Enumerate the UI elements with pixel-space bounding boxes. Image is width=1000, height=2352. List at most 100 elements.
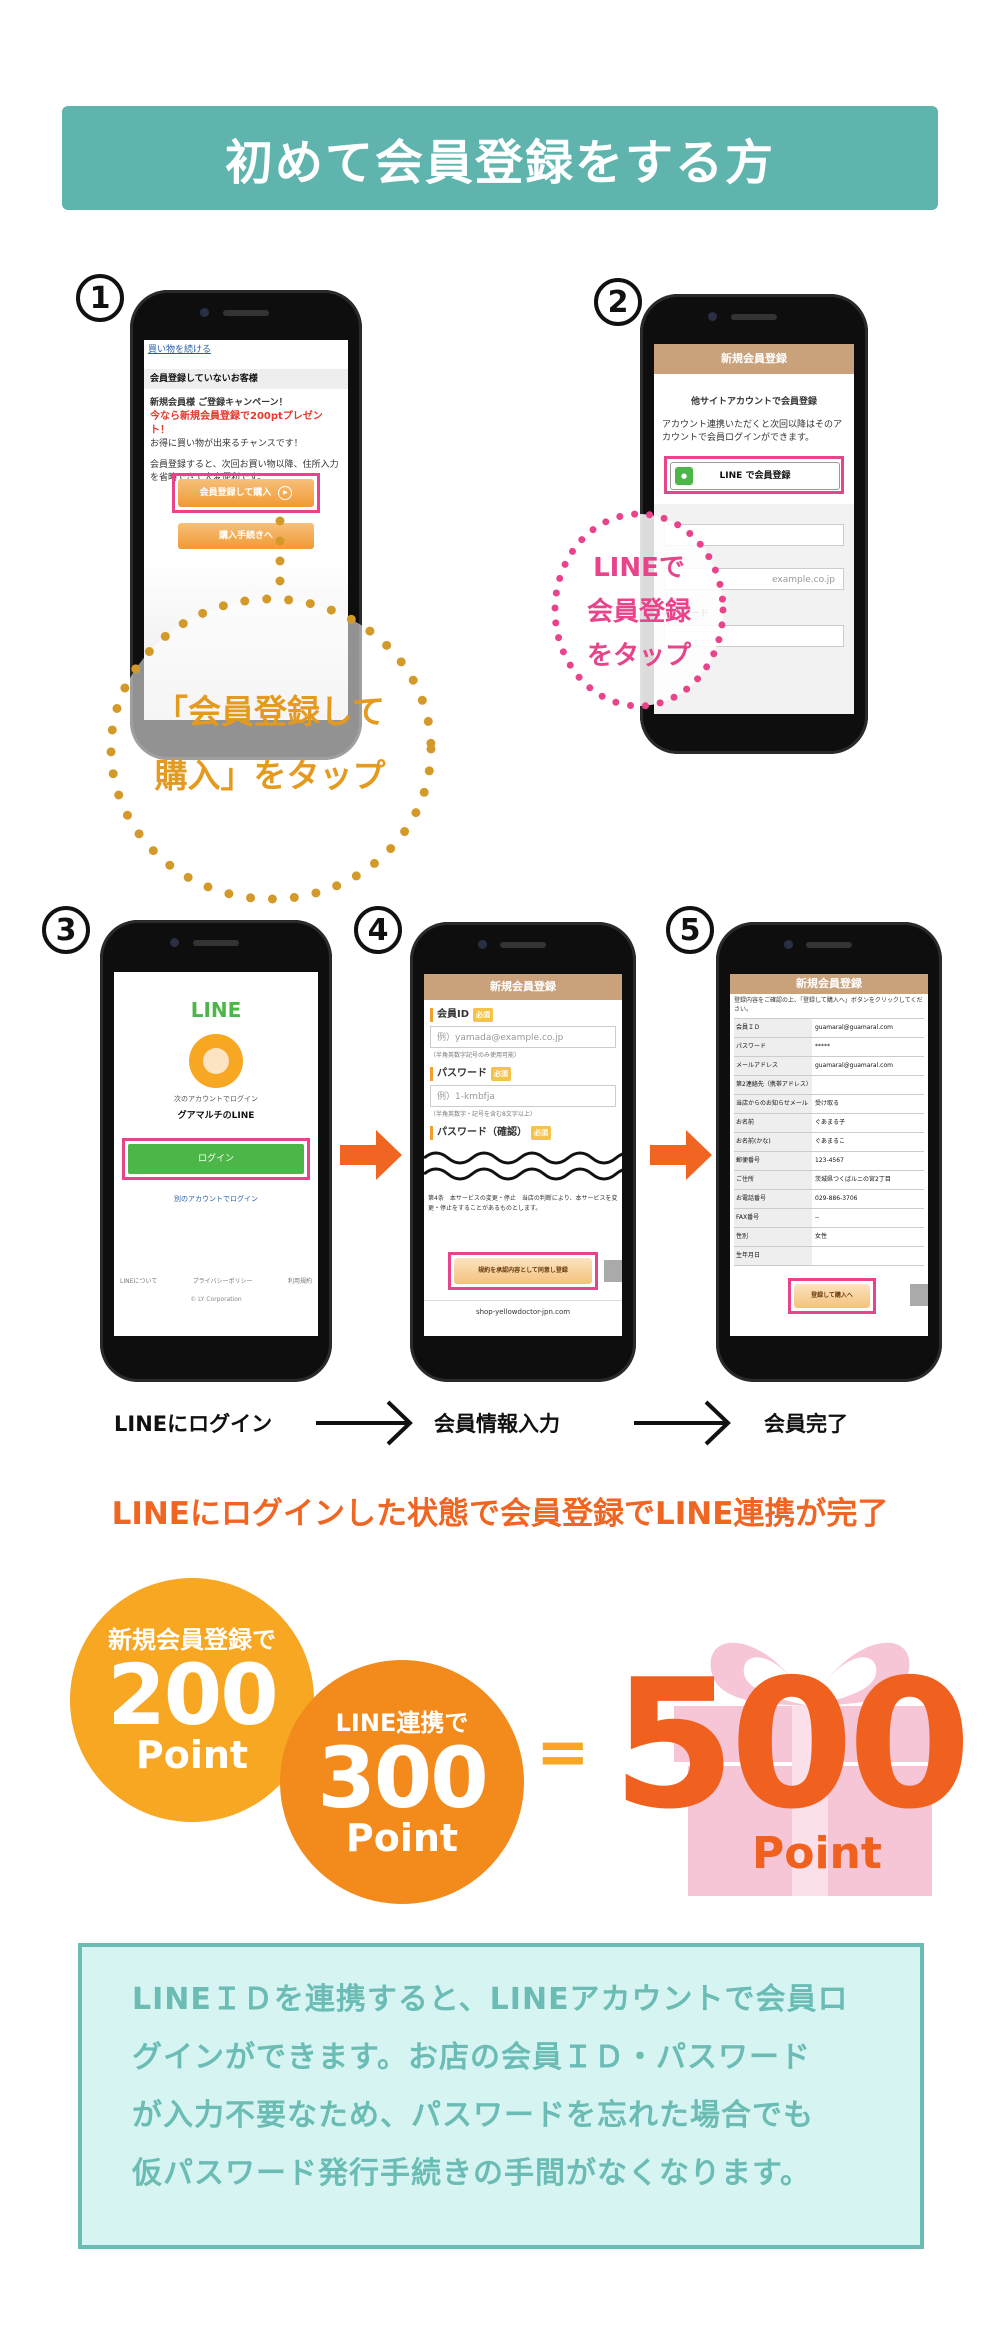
member-id-hint: （半角英数字記号のみ使用可能）: [430, 1052, 521, 1059]
agree-button-highlight: [448, 1252, 598, 1290]
back-link[interactable]: 買い物を続ける: [148, 345, 212, 355]
campaign-line2: 今なら新規会員登録で200ptプレゼント！: [150, 411, 323, 436]
coin1-value: 200: [107, 1645, 278, 1744]
callout1-dotted-circle: [106, 594, 436, 904]
table-row-key: 第2連絡先（携帯アドレス）: [734, 1076, 812, 1094]
step-number-1: 1: [76, 274, 124, 322]
required-badge: 必須: [531, 1126, 551, 1140]
password-input[interactable]: 例）1-kmbfja: [430, 1085, 616, 1107]
table-row: パスワード*****: [734, 1038, 924, 1057]
table-row-value: 女性: [815, 1233, 828, 1240]
phone-step3: LINE 次のアカウントでログイン グアマルチのLINE ログイン 別のアカウン…: [100, 920, 332, 1382]
callout1-line2: 購入」をタップ: [154, 756, 386, 795]
table-row-key: お電話番号: [734, 1190, 812, 1208]
browser-url-bar[interactable]: shop-yellowdoctor-jpn.com: [424, 1300, 622, 1323]
callout2-dotted-circle: [551, 510, 727, 710]
table-row-value: --: [815, 1214, 820, 1221]
callout1-line1: 「会員登録して: [154, 692, 385, 731]
line-link-headline: LINEにログインした状態で会員登録でLINE連携が完了: [111, 1496, 889, 1532]
callout2-text: LINEで 会員登録 をタップ: [552, 546, 726, 678]
table-row-key: お名前(かな): [734, 1133, 812, 1151]
phone-step4: 新規会員登録 会員ID 必須 例）yamada@example.co.jp （半角…: [410, 922, 636, 1382]
table-row-key: お名前: [734, 1114, 812, 1132]
table-row: ご住所茨城県つくばルニの宮2丁目: [734, 1171, 924, 1190]
table-row-key: 会員ＩＤ: [734, 1019, 812, 1037]
required-badge: 必須: [491, 1067, 511, 1081]
step-number-4: 4: [354, 906, 402, 954]
table-row: 第2連絡先（携帯アドレス）: [734, 1076, 924, 1095]
table-row-key: FAX番号: [734, 1209, 812, 1227]
orange-arrow-1-icon: [340, 1130, 402, 1180]
register-and-buy-submit-button[interactable]: 登録して購入へ: [794, 1284, 870, 1308]
table-row: お名前ぐあまる子: [734, 1114, 924, 1133]
footer-terms[interactable]: 利用規約: [287, 1278, 312, 1285]
phone-step5: 新規会員登録 登録内容をご確認の上、「登録して購入へ」ボタンをクリックしてくださ…: [716, 922, 942, 1382]
callout2-line2: 会員登録: [586, 597, 691, 627]
callout1-pointer: [275, 516, 285, 604]
line-footer-links: LINEについて プライバシーポリシー 利用規約: [120, 1276, 312, 1285]
step-number-5: 5: [666, 906, 714, 954]
password-label: パスワード必須: [430, 1067, 616, 1081]
scroll-top-icon[interactable]: [910, 1284, 928, 1306]
equals-sign: =: [536, 1716, 590, 1790]
play-circle-icon: ▶: [278, 485, 293, 500]
phone-step3-screen: LINE 次のアカウントでログイン グアマルチのLINE ログイン 別のアカウン…: [114, 972, 318, 1336]
flow-label-member-info: 会員情報入力: [434, 1412, 560, 1436]
line-logo-icon: ●: [675, 467, 693, 485]
account-name: グアマルチのLINE: [177, 1111, 255, 1121]
total-points-unit: Point: [752, 1828, 882, 1879]
flow-label-line-login: LINEにログイン: [114, 1412, 273, 1436]
coin1-unit: Point: [135, 1732, 249, 1777]
footer-about-line[interactable]: LINEについて: [120, 1278, 158, 1285]
submit-button-highlight: [788, 1278, 876, 1314]
coin2-unit: Point: [345, 1815, 459, 1860]
table-row-value: 受け取る: [815, 1100, 840, 1107]
other-account-title: 他サイトアカウントで会員登録: [690, 397, 817, 407]
table-row-value: guamaral@guamaral.com: [815, 1024, 893, 1031]
table-row-key: パスワード: [734, 1038, 812, 1056]
flow-arrow-1-icon: [316, 1400, 413, 1446]
line-logo: LINE: [190, 998, 242, 1022]
info-line3: が入力不要なため、パスワードを忘れた場合でも: [132, 2098, 814, 2133]
orange-arrow-2-icon: [650, 1130, 712, 1180]
table-row-value: ぐあまる子: [815, 1119, 846, 1126]
footer-privacy[interactable]: プライバシーポリシー: [192, 1278, 253, 1285]
other-account-link[interactable]: 別のアカウントでログイン: [174, 1195, 258, 1203]
step-number-3: 3: [42, 906, 90, 954]
register-button-highlight: [172, 473, 320, 513]
table-row-value: ぐあまるこ: [815, 1138, 846, 1145]
password-label-text: パスワード: [437, 1068, 487, 1079]
callout2-line3: をタップ: [586, 641, 691, 671]
table-row-value: [812, 1247, 924, 1265]
table-row-key: 当店からのお知らせメール: [734, 1095, 812, 1113]
campaign-line3: お得に買い物が出来るチャンスです！: [150, 439, 303, 449]
phone-step5-screen: 新規会員登録 登録内容をご確認の上、「登録して購入へ」ボタンをクリックしてくださ…: [730, 974, 928, 1336]
coin2-caption: LINE連携で: [335, 1708, 469, 1737]
line-button-highlight: [664, 456, 844, 494]
guest-checkout-button[interactable]: 購入手続きへ: [178, 523, 314, 549]
section-title: 会員登録していないお客様: [144, 369, 348, 389]
register-and-buy-button[interactable]: 会員登録して購入 ▶: [178, 479, 314, 507]
flow-arrow-2-icon: [634, 1400, 731, 1446]
screen-header: 新規会員登録: [424, 974, 622, 1000]
line-register-button[interactable]: ● LINE で会員登録: [670, 462, 840, 490]
table-row-value: *****: [815, 1043, 830, 1050]
info-line4: 仮パスワード発行手続きの手間がなくなります。: [132, 2156, 811, 2191]
table-row: お名前(かな)ぐあまるこ: [734, 1133, 924, 1152]
password-hint: （半角英数字・記号を含む8文字以上）: [430, 1111, 536, 1118]
table-row: 生年月日: [734, 1247, 924, 1266]
member-id-input[interactable]: 例）yamada@example.co.jp: [430, 1026, 616, 1048]
scroll-top-icon[interactable]: [604, 1260, 622, 1282]
agree-register-button[interactable]: 規約を承認内容として同意し登録: [454, 1258, 592, 1284]
member-id-label-text: 会員ID: [437, 1009, 470, 1020]
page-header-banner: 初めて会員登録をする方: [62, 106, 938, 210]
table-row-key: ご住所: [734, 1171, 812, 1189]
phone-step4-screen: 新規会員登録 会員ID 必須 例）yamada@example.co.jp （半角…: [424, 974, 622, 1336]
line-login-button[interactable]: ログイン: [128, 1144, 304, 1174]
login-caption: 次のアカウントでログイン: [174, 1095, 258, 1103]
confirm-intro: 登録内容をご確認の上、「登録して購入へ」ボタンをクリックしてください。: [734, 997, 923, 1013]
table-row-value: 茨城県つくばルニの宮2丁目: [815, 1176, 891, 1183]
